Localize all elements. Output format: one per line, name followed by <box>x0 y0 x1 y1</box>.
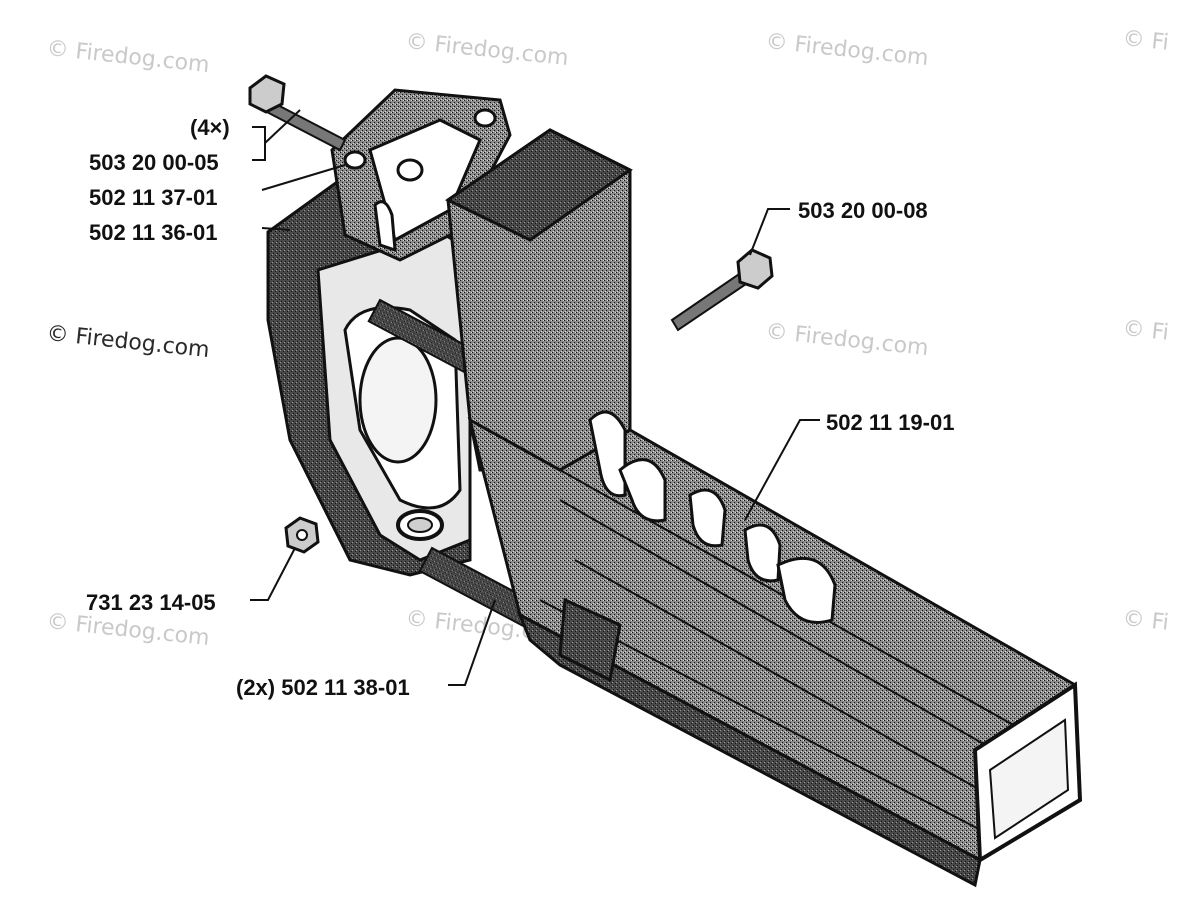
watermark-text: © Firedog.com <box>764 319 929 361</box>
callout-bolt-right: 503 20 00-08 <box>798 198 928 223</box>
watermark-text: © Firedog.com <box>45 36 210 78</box>
callout-spacer: (2x) 502 11 38-01 <box>236 675 410 700</box>
callout-gasket: 502 11 37-01 <box>89 185 217 210</box>
callout-labels: (4×) 503 20 00-05 502 11 37-01 502 11 36… <box>86 115 954 700</box>
callout-qty-4x: (4×) <box>190 115 230 140</box>
bolt-right-drawing <box>670 248 774 332</box>
watermark-text-partial: © Fi <box>1121 606 1170 636</box>
bolt-top-drawing <box>248 74 347 152</box>
watermark-text: © Firedog.com <box>45 321 210 363</box>
watermark-text: © Firedog.com <box>764 29 929 71</box>
callout-bolt-top: 503 20 00-05 <box>89 150 219 175</box>
watermark-text: © Firedog.com <box>45 609 210 651</box>
callout-tube: 502 11 19-01 <box>826 410 954 435</box>
tube-drawing <box>445 128 1083 888</box>
callout-nut: 731 23 14-05 <box>86 590 216 615</box>
watermark-text: © Firedog.com <box>404 29 569 71</box>
housing-drawing <box>266 168 540 629</box>
watermark-text-partial: © Fi <box>1121 316 1170 346</box>
callout-housing: 502 11 36-01 <box>89 220 217 245</box>
watermark-text-partial: © Fi <box>1121 26 1170 56</box>
leader-lines <box>250 109 820 686</box>
nut-drawing <box>284 516 320 554</box>
